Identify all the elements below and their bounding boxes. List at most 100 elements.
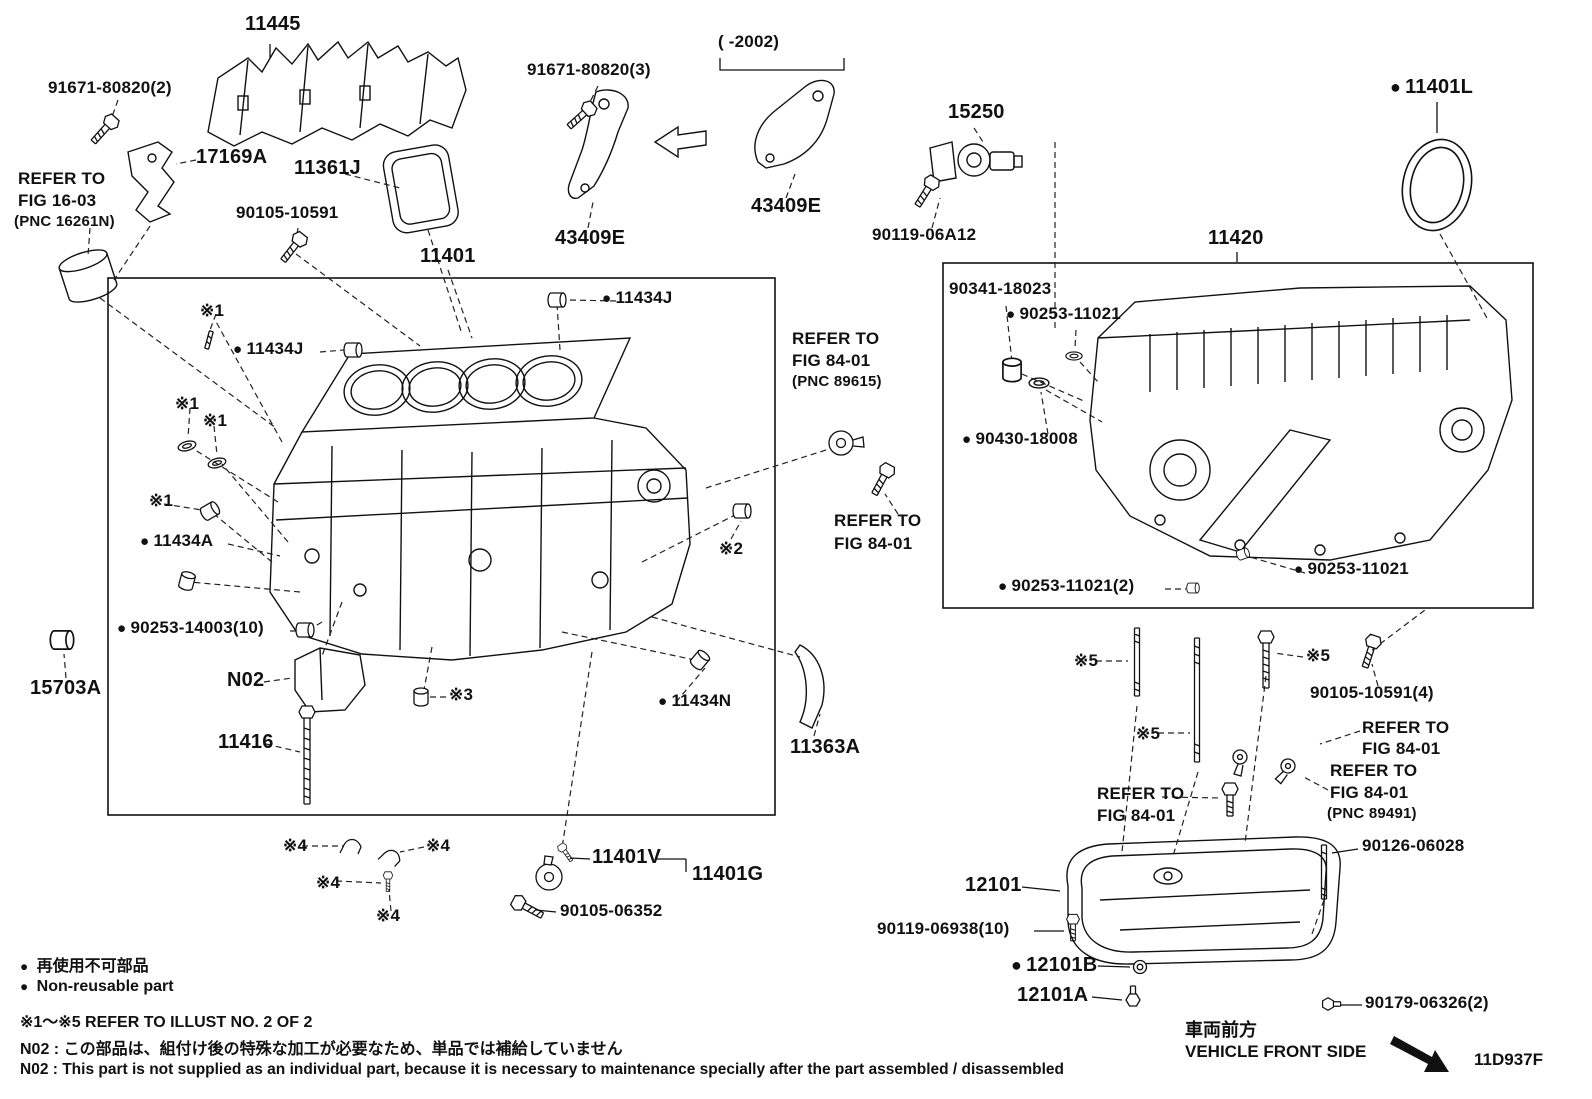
part-label-text: 11434N xyxy=(671,691,732,710)
part-label-90105-10591-4[interactable]: 90105-10591(4) xyxy=(1310,684,1434,702)
part-label-91671-80820-3[interactable]: 91671-80820(3) xyxy=(527,61,651,79)
part-label-text: 90253-11021(2) xyxy=(1011,576,1135,595)
part-label-12101b[interactable]: ●12101B xyxy=(1011,955,1097,976)
part-label-text: ※4 xyxy=(376,906,401,925)
part-label-1[interactable]: ※1 xyxy=(203,412,227,430)
part-label-pnc-16261n[interactable]: (PNC 16261N) xyxy=(14,214,115,230)
part-label-4[interactable]: ※4 xyxy=(316,874,340,892)
part-label-12101[interactable]: 12101 xyxy=(965,875,1022,896)
part-label-refer-to[interactable]: REFER TO xyxy=(1330,762,1417,780)
part-label-90253-11021-2[interactable]: ●90253-11021(2) xyxy=(998,577,1134,595)
part-label-pnc-89491[interactable]: (PNC 89491) xyxy=(1327,806,1417,822)
part-label-text: 11401 xyxy=(420,245,476,267)
part-label-90126-06028[interactable]: 90126-06028 xyxy=(1362,837,1464,855)
non-reusable-bullet-icon: ● xyxy=(1011,955,1023,975)
part-label-text: ※4 xyxy=(283,836,308,855)
part-label-text: 90105-10591(4) xyxy=(1310,683,1434,702)
part-label-90253-11021[interactable]: ●90253-11021 xyxy=(1006,305,1121,323)
part-label-1[interactable]: ※1 xyxy=(149,492,173,510)
part-label-refer-to[interactable]: REFER TO xyxy=(834,512,921,530)
part-label-text: (PNC 89615) xyxy=(792,373,882,390)
part-label-11434a[interactable]: ●11434A xyxy=(140,532,213,550)
part-label-fig-16-03[interactable]: FIG 16-03 xyxy=(18,192,96,210)
part-label-90253-14003-10[interactable]: ●90253-14003(10) xyxy=(117,619,264,637)
legend-text: 再使用不可部品 xyxy=(36,958,149,975)
part-label-fig-84-01[interactable]: FIG 84-01 xyxy=(1097,807,1175,825)
part-label-11445[interactable]: 11445 xyxy=(245,14,301,35)
part-label-4[interactable]: ※4 xyxy=(376,907,400,925)
part-label-4[interactable]: ※4 xyxy=(426,837,450,855)
part-label-3[interactable]: ※3 xyxy=(449,686,473,704)
part-label-text: 91671-80820(3) xyxy=(527,60,651,79)
part-label-43409e[interactable]: 43409E xyxy=(751,196,821,217)
part-label-12101a[interactable]: 12101A xyxy=(1017,985,1088,1006)
part-label-text: 11401L xyxy=(1405,76,1474,98)
part-label-11416[interactable]: 11416 xyxy=(218,732,274,753)
part-label-text: REFER TO xyxy=(1362,718,1450,737)
part-label-text: 91671-80820(2) xyxy=(48,78,172,97)
part-label-11363a[interactable]: 11363A xyxy=(790,737,860,758)
part-label-text: 43409E xyxy=(555,227,626,249)
note-text: N02 : This part is not supplied as an in… xyxy=(20,1061,1065,1078)
non-reusable-bullet-icon: ● xyxy=(658,693,668,710)
part-label-90105-06352[interactable]: 90105-06352 xyxy=(560,902,662,920)
part-label-refer-to[interactable]: REFER TO xyxy=(1362,719,1449,737)
part-label-text: 11434J xyxy=(246,339,304,358)
part-label-text: 11401V xyxy=(592,846,662,868)
part-label-pnc-89615[interactable]: (PNC 89615) xyxy=(792,374,882,390)
part-label-2002[interactable]: ( -2002) xyxy=(718,33,779,51)
part-label-90341-18023[interactable]: 90341-18023 xyxy=(949,280,1051,298)
part-label-fig-84-01[interactable]: FIG 84-01 xyxy=(834,535,912,553)
part-label-11420[interactable]: 11420 xyxy=(1208,228,1264,249)
part-label-text: FIG 84-01 xyxy=(792,351,871,370)
part-label-11434n[interactable]: ●11434N xyxy=(658,692,731,710)
part-label-15703a[interactable]: 15703A xyxy=(30,678,101,699)
part-label-5[interactable]: ※5 xyxy=(1074,652,1098,670)
part-label-4[interactable]: ※4 xyxy=(283,837,307,855)
part-label-text: FIG 16-03 xyxy=(18,191,97,210)
part-label-text: (PNC 89491) xyxy=(1327,805,1417,822)
part-label-11361j[interactable]: 11361J xyxy=(294,158,361,179)
part-label-text: 11420 xyxy=(1208,227,1264,249)
part-label-11401v[interactable]: 11401V xyxy=(592,847,661,868)
part-label-refer-to[interactable]: REFER TO xyxy=(18,170,105,188)
part-label-fig-84-01[interactable]: FIG 84-01 xyxy=(1362,740,1440,758)
part-label-90253-11021[interactable]: ●90253-11021 xyxy=(1294,560,1409,578)
part-label-5[interactable]: ※5 xyxy=(1136,725,1160,743)
part-label-n02[interactable]: N02 xyxy=(227,670,264,691)
part-label-text: 11416 xyxy=(218,731,274,753)
part-label-text: N02 xyxy=(227,669,265,691)
part-label-11434j[interactable]: ●11434J xyxy=(602,289,672,307)
part-label-text: 12101B xyxy=(1026,954,1098,976)
part-label-1[interactable]: ※1 xyxy=(200,302,224,320)
part-label-43409e[interactable]: 43409E xyxy=(555,228,625,249)
part-label-5[interactable]: ※5 xyxy=(1306,647,1330,665)
non-reusable-bullet-icon: ● xyxy=(140,533,150,550)
part-label-2[interactable]: ※2 xyxy=(719,540,743,558)
part-label-90179-06326-2[interactable]: 90179-06326(2) xyxy=(1365,994,1489,1012)
part-label-fig-84-01[interactable]: FIG 84-01 xyxy=(1330,784,1408,802)
part-label-17169a[interactable]: 17169A xyxy=(196,147,267,168)
part-label-text: ※2 xyxy=(719,539,744,558)
part-label-text: 90253-14003(10) xyxy=(130,618,264,637)
part-label-1[interactable]: ※1 xyxy=(175,395,199,413)
part-label-11401g[interactable]: 11401G xyxy=(692,864,763,885)
part-label-refer-to[interactable]: REFER TO xyxy=(792,330,879,348)
part-label-91671-80820-2[interactable]: 91671-80820(2) xyxy=(48,79,172,97)
part-label-90119-06a12[interactable]: 90119-06A12 xyxy=(872,226,976,244)
part-label-90105-10591[interactable]: 90105-10591 xyxy=(236,204,338,222)
legend-text: Non-reusable part xyxy=(36,978,174,995)
part-label-text: 90430-18008 xyxy=(975,429,1078,448)
part-label-text: 11434J xyxy=(615,288,673,307)
part-label-fig-84-01[interactable]: FIG 84-01 xyxy=(792,352,870,370)
part-label-11401[interactable]: 11401 xyxy=(420,246,476,267)
part-label-15250[interactable]: 15250 xyxy=(948,102,1005,123)
vehicle-front-label-en: VEHICLE FRONT SIDE xyxy=(1185,1042,1367,1061)
part-label-11434j[interactable]: ●11434J xyxy=(233,340,303,358)
part-label-11401l[interactable]: ●11401L xyxy=(1390,77,1473,98)
part-label-90430-18008[interactable]: ●90430-18008 xyxy=(962,430,1078,448)
part-label-text: ※4 xyxy=(426,836,451,855)
part-label-text: 90179-06326(2) xyxy=(1365,993,1489,1012)
part-label-90119-06938-10[interactable]: 90119-06938(10) xyxy=(877,920,1010,938)
part-label-refer-to[interactable]: REFER TO xyxy=(1097,785,1184,803)
